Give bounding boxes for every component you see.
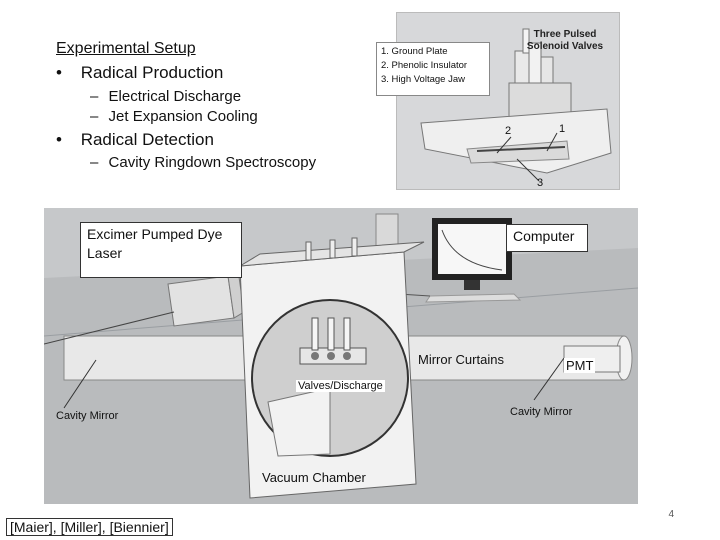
vacuum-chamber-label: Vacuum Chamber xyxy=(262,470,366,485)
sub-bullet-electrical-discharge: – Electrical Discharge xyxy=(90,88,241,105)
bullet-marker: • xyxy=(56,130,62,149)
bullet-label: Radical Production xyxy=(80,63,224,82)
laser-callout: Excimer Pumped Dye Laser xyxy=(80,222,242,278)
sub-bullet-label: Jet Expansion Cooling xyxy=(108,108,258,125)
cavity-mirror-right-label: Cavity Mirror xyxy=(510,406,573,418)
pmt-label: PMT xyxy=(564,358,596,373)
slide-title: Experimental Setup xyxy=(56,40,196,57)
nozzle-legend: 1. Ground Plate 2. Phenolic Insulator 3.… xyxy=(376,42,490,96)
sub-bullet-label: Cavity Ringdown Spectroscopy xyxy=(108,154,317,171)
sub-bullet-cavity-ringdown: – Cavity Ringdown Spectroscopy xyxy=(90,154,316,171)
bullet-radical-detection: • Radical Detection xyxy=(56,130,214,150)
callout-number-2: 2 xyxy=(505,125,512,137)
sub-bullet-marker: – xyxy=(90,154,99,171)
sub-bullet-jet-expansion: – Jet Expansion Cooling xyxy=(90,108,258,125)
apparatus-scene: Excimer Pumped Dye Laser Computer Mirror… xyxy=(44,208,638,504)
mirror-curtains-label: Mirror Curtains xyxy=(418,352,504,367)
apparatus-drawing xyxy=(44,208,638,504)
bullet-radical-production: • Radical Production xyxy=(56,63,223,83)
bullet-marker: • xyxy=(56,63,62,82)
nozzle-photo: Three Pulsed Solenoid Valves 2 1 3 xyxy=(396,12,620,190)
sub-bullet-marker: – xyxy=(90,108,99,125)
callout-number-3: 3 xyxy=(537,177,544,189)
valves-discharge-label: Valves/Discharge xyxy=(296,380,385,392)
valves-label: Three Pulsed Solenoid Valves xyxy=(526,29,604,52)
computer-callout: Computer xyxy=(506,224,588,252)
nozzle-drawing xyxy=(420,28,612,182)
sub-bullet-marker: – xyxy=(90,88,99,105)
legend-item: 2. Phenolic Insulator xyxy=(381,60,468,71)
legend-item: 3. High Voltage Jaw xyxy=(381,74,465,85)
callout-number-1: 1 xyxy=(559,123,566,135)
references: [Maier], [Miller], [Biennier] xyxy=(6,518,173,536)
legend-item: 1. Ground Plate xyxy=(381,46,448,57)
cavity-mirror-left-label: Cavity Mirror xyxy=(56,410,119,422)
sub-bullet-label: Electrical Discharge xyxy=(108,88,242,105)
page-number: 4 xyxy=(668,509,674,520)
bullet-label: Radical Detection xyxy=(80,130,214,149)
